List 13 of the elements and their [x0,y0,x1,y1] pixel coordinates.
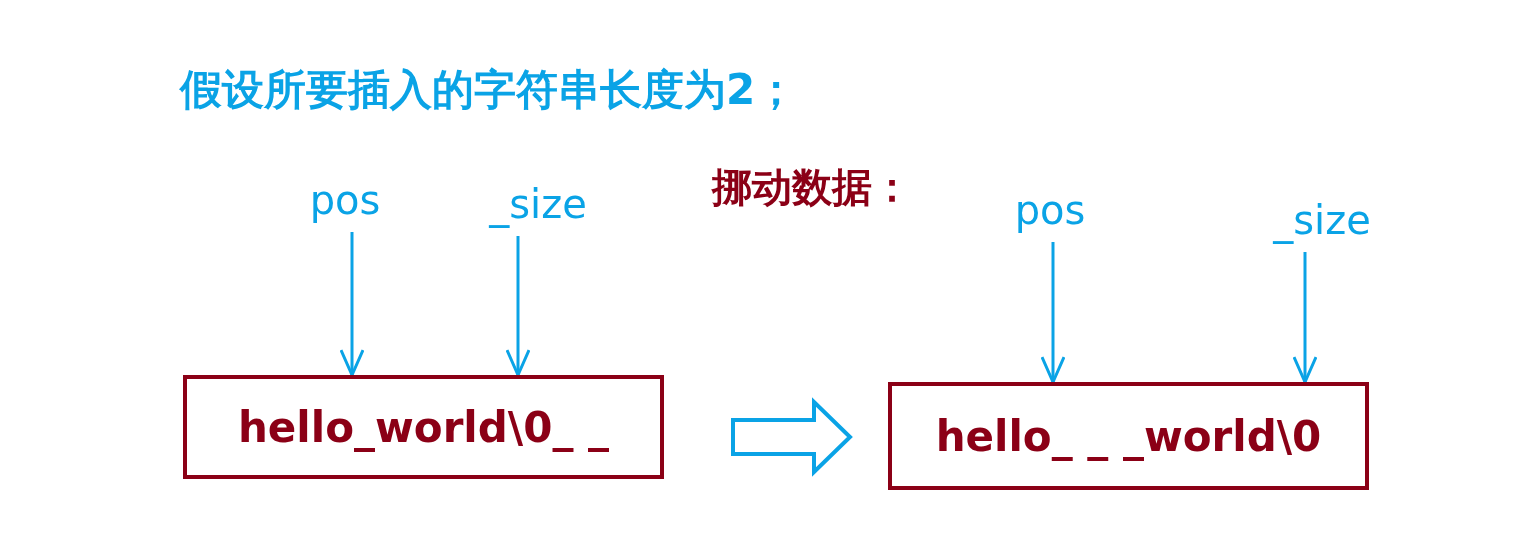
string-box: hello_ _ _world\0 [888,382,1369,490]
arrow [1292,252,1318,384]
hollow-arrow [731,397,853,477]
string-box: hello_world\0_ _ [183,375,664,479]
pointer-label: pos [1000,188,1100,234]
pointer-label: pos [295,178,395,224]
arrow [1040,242,1066,384]
title: 假设所要插入的字符串长度为2； [180,64,798,116]
heading: 挪动数据： [712,163,912,212]
pointer-label: _size [1262,198,1382,244]
arrow [339,232,365,377]
arrow [505,236,531,377]
pointer-label: _size [478,182,598,228]
